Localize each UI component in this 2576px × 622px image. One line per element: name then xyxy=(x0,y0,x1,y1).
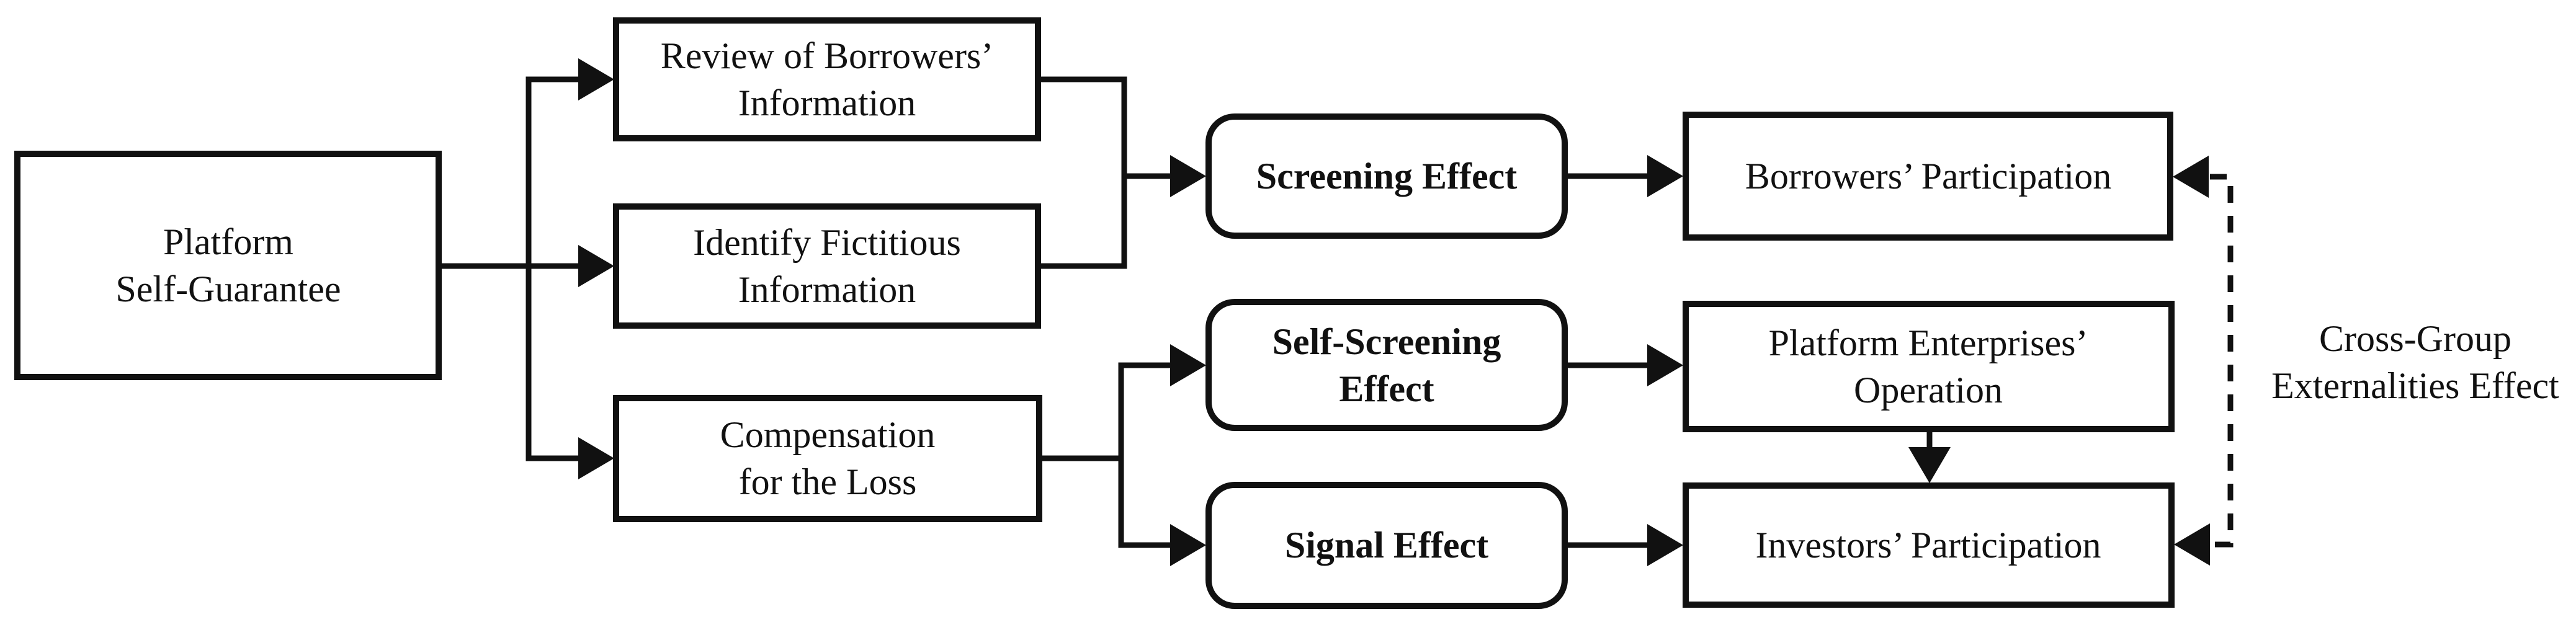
self-screening-effect-label-line2: Effect xyxy=(1339,368,1434,409)
node-platform-self-guarantee: Platform Self-Guarantee xyxy=(14,151,442,380)
node-platform-enterprises-operation: Platform Enterprises’ Operation xyxy=(1683,301,2175,432)
arrowhead-into-borrowers xyxy=(1647,155,1683,197)
review-borrowers-information-label-line2: Information xyxy=(738,82,916,123)
connector-review-identify-merge xyxy=(1038,76,1127,269)
platform-self-guarantee-box xyxy=(14,151,442,380)
arrowhead-into-signal xyxy=(1170,524,1206,566)
node-identify-fictitious-information: Identify Fictitious Information xyxy=(613,203,1041,329)
investors-participation-label: Investors’ Participation xyxy=(1755,525,2101,566)
arrowhead-dashed-into-borrowers xyxy=(2173,156,2209,198)
connector-compensation-split xyxy=(1118,362,1173,548)
borrowers-participation-box xyxy=(1683,112,2173,241)
platform-self-guarantee-label-line1: Platform xyxy=(163,221,293,262)
connector-platform-branch xyxy=(525,76,582,461)
borrowers-participation-label: Borrowers’ Participation xyxy=(1745,156,2111,197)
node-compensation-for-loss: Compensation for the Loss xyxy=(613,395,1042,522)
node-self-screening-effect: Self-Screening Effect xyxy=(1205,299,1568,431)
platform-enterprises-operation-box xyxy=(1683,301,2175,432)
self-screening-effect-label-line1: Self-Screening xyxy=(1272,321,1501,362)
review-borrowers-information-label-line1: Review of Borrowers’ xyxy=(661,35,994,76)
arrowhead-into-review xyxy=(578,58,614,100)
arrowhead-into-enterprises xyxy=(1647,344,1683,386)
screening-effect-label: Screening Effect xyxy=(1256,156,1517,197)
compensation-for-loss-label-line1: Compensation xyxy=(720,414,936,455)
node-investors-participation: Investors’ Participation xyxy=(1683,482,2175,608)
identify-fictitious-information-label-line1: Identify Fictitious xyxy=(693,222,961,263)
arrowhead-dashed-into-investors xyxy=(2174,523,2210,566)
connector-cross-group-dashed xyxy=(2210,174,2234,548)
signal-effect-box xyxy=(1205,482,1568,609)
identify-fictitious-information-box xyxy=(613,203,1041,329)
arrowhead-into-screening xyxy=(1170,155,1206,197)
investors-participation-box xyxy=(1683,482,2175,608)
node-borrowers-participation: Borrowers’ Participation xyxy=(1683,112,2173,241)
node-signal-effect: Signal Effect xyxy=(1205,482,1568,609)
platform-enterprises-operation-label-line2: Operation xyxy=(1854,370,2003,411)
arrowhead-into-investors-left xyxy=(1647,524,1683,566)
platform-self-guarantee-label-line2: Self-Guarantee xyxy=(115,269,341,309)
arrowhead-into-compensation xyxy=(578,437,614,479)
cross-group-externalities-label-line1: Cross-Group xyxy=(2319,318,2511,359)
node-screening-effect: Screening Effect xyxy=(1205,113,1568,239)
arrowhead-into-self-screening xyxy=(1170,344,1206,386)
self-screening-effect-box xyxy=(1205,299,1568,431)
annotation-cross-group-externalities: Cross-Group Externalities Effect xyxy=(2271,318,2559,406)
node-review-borrowers-information: Review of Borrowers’ Information xyxy=(613,17,1041,141)
identify-fictitious-information-label-line2: Information xyxy=(738,269,916,310)
cross-group-externalities-label-line2: Externalities Effect xyxy=(2271,365,2559,406)
arrowhead-into-investors-top xyxy=(1908,447,1951,483)
compensation-for-loss-label-line2: for the Loss xyxy=(739,461,917,502)
arrowhead-into-identify xyxy=(578,245,614,287)
platform-enterprises-operation-label-line1: Platform Enterprises’ xyxy=(1769,322,2088,363)
review-borrowers-information-box xyxy=(613,17,1041,141)
compensation-for-loss-box xyxy=(613,395,1042,522)
signal-effect-label: Signal Effect xyxy=(1285,525,1488,566)
screening-effect-box xyxy=(1205,113,1568,239)
